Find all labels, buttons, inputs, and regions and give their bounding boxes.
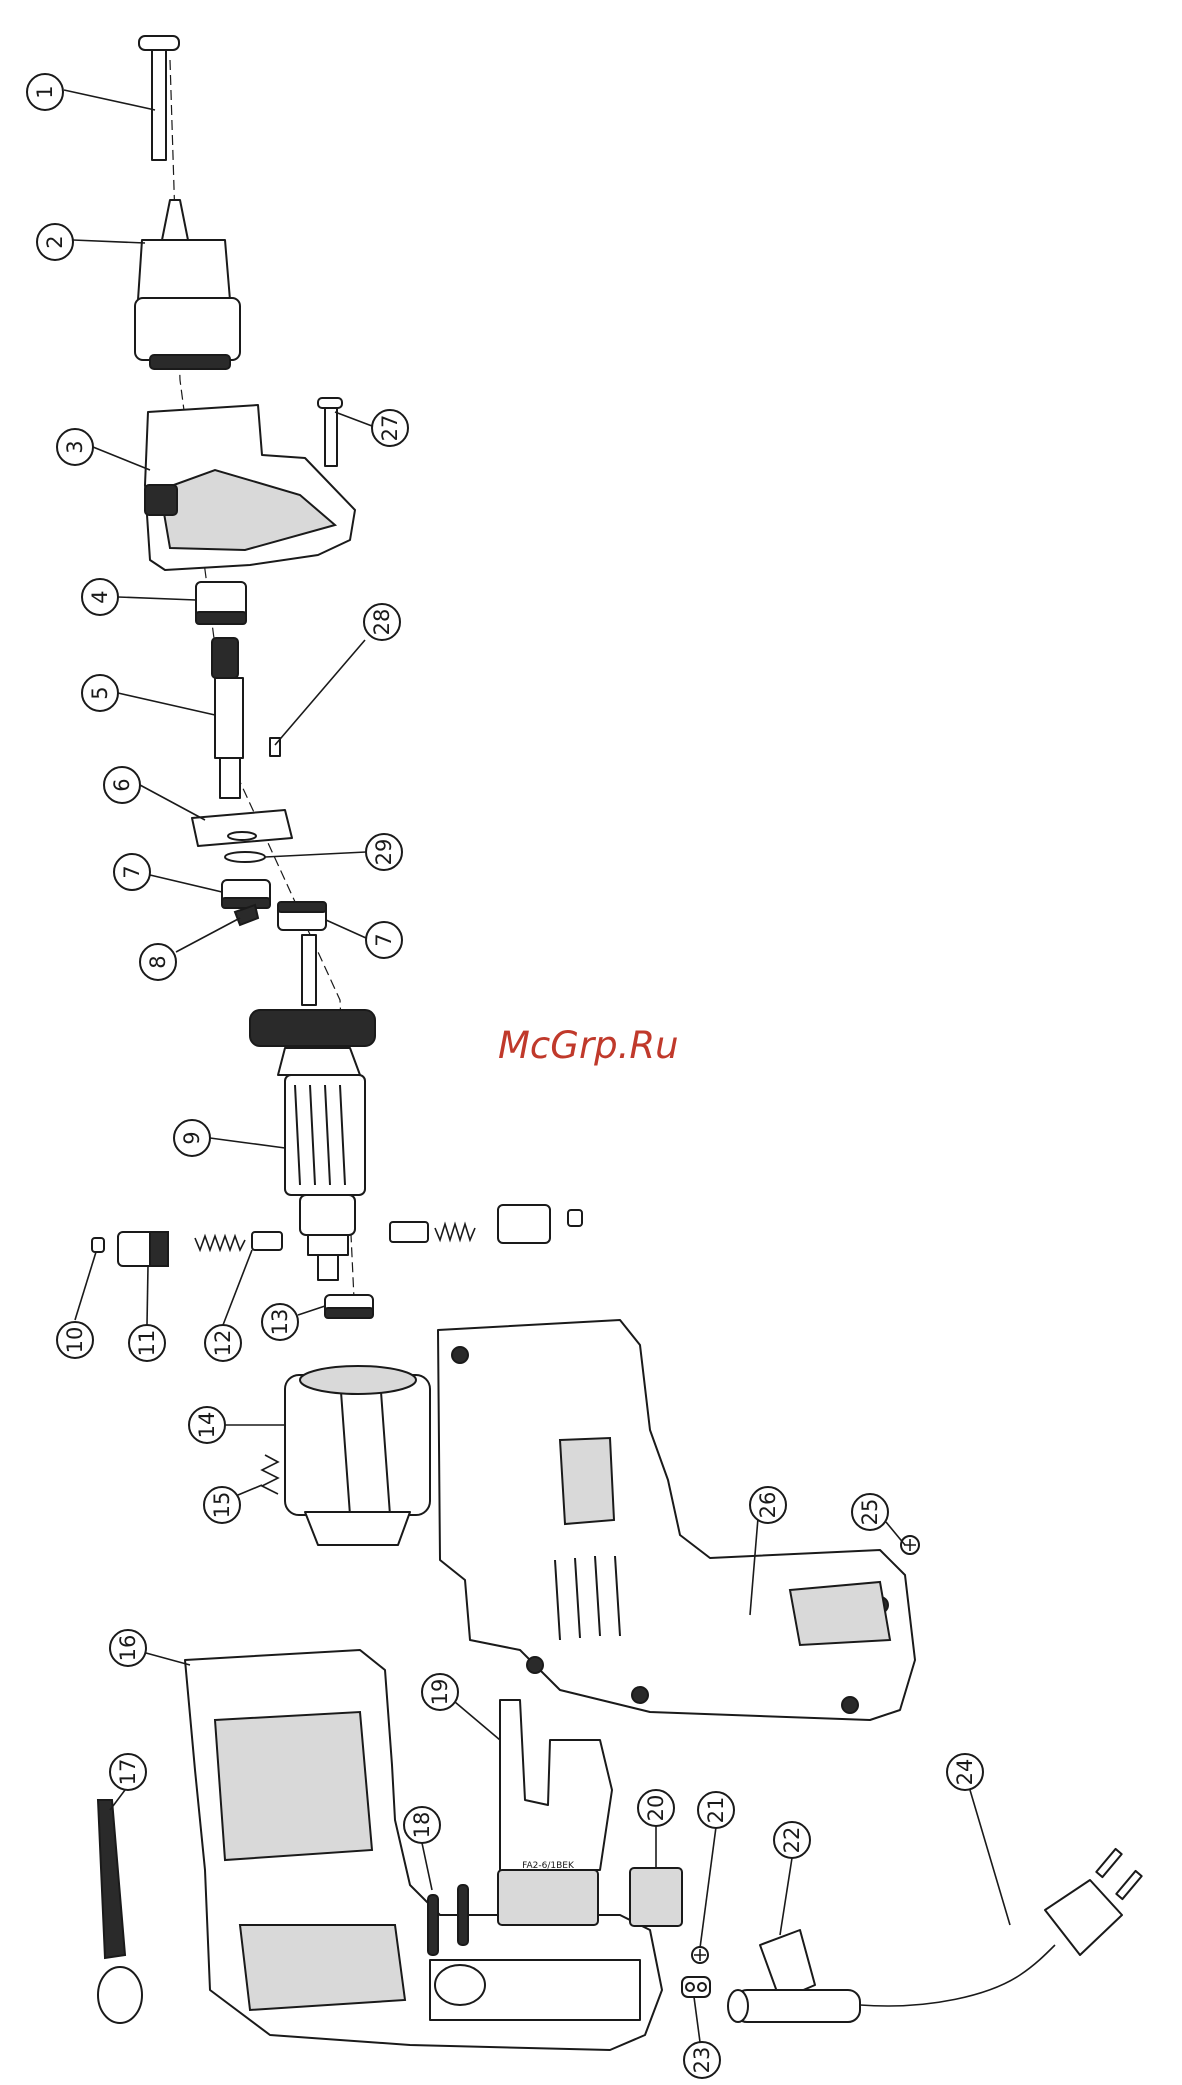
part-26-housing-right bbox=[438, 1320, 915, 1720]
part-22-cord-protector bbox=[728, 1930, 860, 2022]
svg-text:5: 5 bbox=[88, 686, 112, 699]
callout-4: 4 bbox=[82, 579, 118, 615]
callout-15: 15 bbox=[204, 1487, 240, 1523]
part-11-brush-holder bbox=[118, 1232, 168, 1266]
svg-text:25: 25 bbox=[858, 1499, 882, 1526]
svg-text:23: 23 bbox=[690, 2047, 714, 2074]
callout-26: 26 bbox=[750, 1487, 786, 1523]
svg-text:20: 20 bbox=[644, 1795, 668, 1822]
part-13-bearing bbox=[325, 1295, 373, 1318]
svg-text:18: 18 bbox=[410, 1812, 434, 1839]
callout-29: 29 bbox=[366, 834, 402, 870]
svg-text:26: 26 bbox=[756, 1492, 780, 1519]
callout-18: 18 bbox=[404, 1807, 440, 1843]
callout-24: 24 bbox=[947, 1754, 983, 1790]
svg-text:17: 17 bbox=[116, 1759, 140, 1786]
part-17-lever bbox=[98, 1800, 142, 2023]
part-24-power-cord bbox=[860, 1849, 1142, 2006]
callout-22: 22 bbox=[774, 1822, 810, 1858]
svg-text:1: 1 bbox=[33, 85, 57, 98]
svg-text:12: 12 bbox=[211, 1330, 235, 1357]
svg-text:6: 6 bbox=[110, 778, 134, 791]
callout-11: 11 bbox=[129, 1325, 165, 1361]
part-21-screw bbox=[692, 1947, 708, 1963]
svg-text:27: 27 bbox=[378, 415, 402, 442]
switch-model-label: FA2-6/1BEK bbox=[522, 1861, 575, 1871]
svg-text:9: 9 bbox=[180, 1131, 204, 1144]
svg-text:10: 10 bbox=[63, 1327, 87, 1354]
part-23-cord-clamp bbox=[682, 1977, 710, 1997]
part-4-bushing bbox=[196, 582, 246, 624]
callout-12: 12 bbox=[205, 1325, 241, 1361]
part-15-spring-clip bbox=[262, 1455, 278, 1494]
part-3-gear-housing bbox=[145, 405, 355, 570]
part-20-capacitor bbox=[630, 1868, 682, 1926]
callout-14: 14 bbox=[189, 1407, 225, 1443]
callout-7b: 7 bbox=[366, 922, 402, 958]
callout-8: 8 bbox=[140, 944, 176, 980]
part-14-stator bbox=[285, 1366, 430, 1545]
svg-text:29: 29 bbox=[372, 839, 396, 866]
callout-25: 25 bbox=[852, 1494, 888, 1530]
callout-13: 13 bbox=[262, 1304, 298, 1340]
svg-text:7: 7 bbox=[120, 865, 144, 878]
callout-16: 16 bbox=[110, 1630, 146, 1666]
part-10-brush-cap bbox=[92, 1238, 104, 1252]
callout-7a: 7 bbox=[114, 854, 150, 890]
part-9-armature bbox=[250, 935, 375, 1280]
part-29-washer bbox=[225, 852, 265, 862]
svg-text:28: 28 bbox=[370, 609, 394, 636]
svg-text:15: 15 bbox=[210, 1492, 234, 1519]
svg-text:13: 13 bbox=[268, 1309, 292, 1336]
callout-17: 17 bbox=[110, 1754, 146, 1790]
callout-9: 9 bbox=[174, 1120, 210, 1156]
svg-text:3: 3 bbox=[63, 440, 87, 453]
callout-6: 6 bbox=[104, 767, 140, 803]
callout-3: 3 bbox=[57, 429, 93, 465]
svg-text:21: 21 bbox=[704, 1797, 728, 1824]
callout-1: 1 bbox=[27, 74, 63, 110]
part-2-drill-chuck bbox=[135, 200, 240, 369]
callout-10: 10 bbox=[57, 1322, 93, 1358]
callout-19: 19 bbox=[422, 1674, 458, 1710]
part-5-spindle bbox=[212, 638, 243, 798]
callout-2: 2 bbox=[37, 224, 73, 260]
part-25-screw bbox=[901, 1536, 919, 1554]
svg-text:16: 16 bbox=[116, 1635, 140, 1662]
watermark-text: McGrp.Ru bbox=[498, 1024, 679, 1067]
callout-5: 5 bbox=[82, 675, 118, 711]
part-27-bolt bbox=[318, 398, 342, 466]
part-6-gear-disc bbox=[192, 810, 292, 846]
part-19-switch: FA2-6/1BEK bbox=[498, 1700, 612, 1925]
callout-21: 21 bbox=[698, 1792, 734, 1828]
part-7-bearing-upper bbox=[222, 880, 270, 908]
svg-text:24: 24 bbox=[953, 1759, 977, 1786]
svg-text:14: 14 bbox=[195, 1412, 219, 1439]
part-7-bearing-lower bbox=[278, 902, 326, 930]
svg-text:2: 2 bbox=[43, 235, 67, 248]
part-12-brush-spring bbox=[195, 1232, 282, 1250]
svg-text:22: 22 bbox=[780, 1827, 804, 1854]
callout-20: 20 bbox=[638, 1790, 674, 1826]
callout-27: 27 bbox=[372, 410, 408, 446]
svg-text:19: 19 bbox=[428, 1679, 452, 1706]
brush-assembly-right bbox=[390, 1205, 582, 1243]
svg-text:8: 8 bbox=[146, 955, 170, 968]
callout-28: 28 bbox=[364, 604, 400, 640]
svg-text:4: 4 bbox=[88, 590, 112, 603]
svg-text:11: 11 bbox=[135, 1330, 159, 1357]
svg-text:7: 7 bbox=[372, 933, 396, 946]
callout-23: 23 bbox=[684, 2042, 720, 2078]
